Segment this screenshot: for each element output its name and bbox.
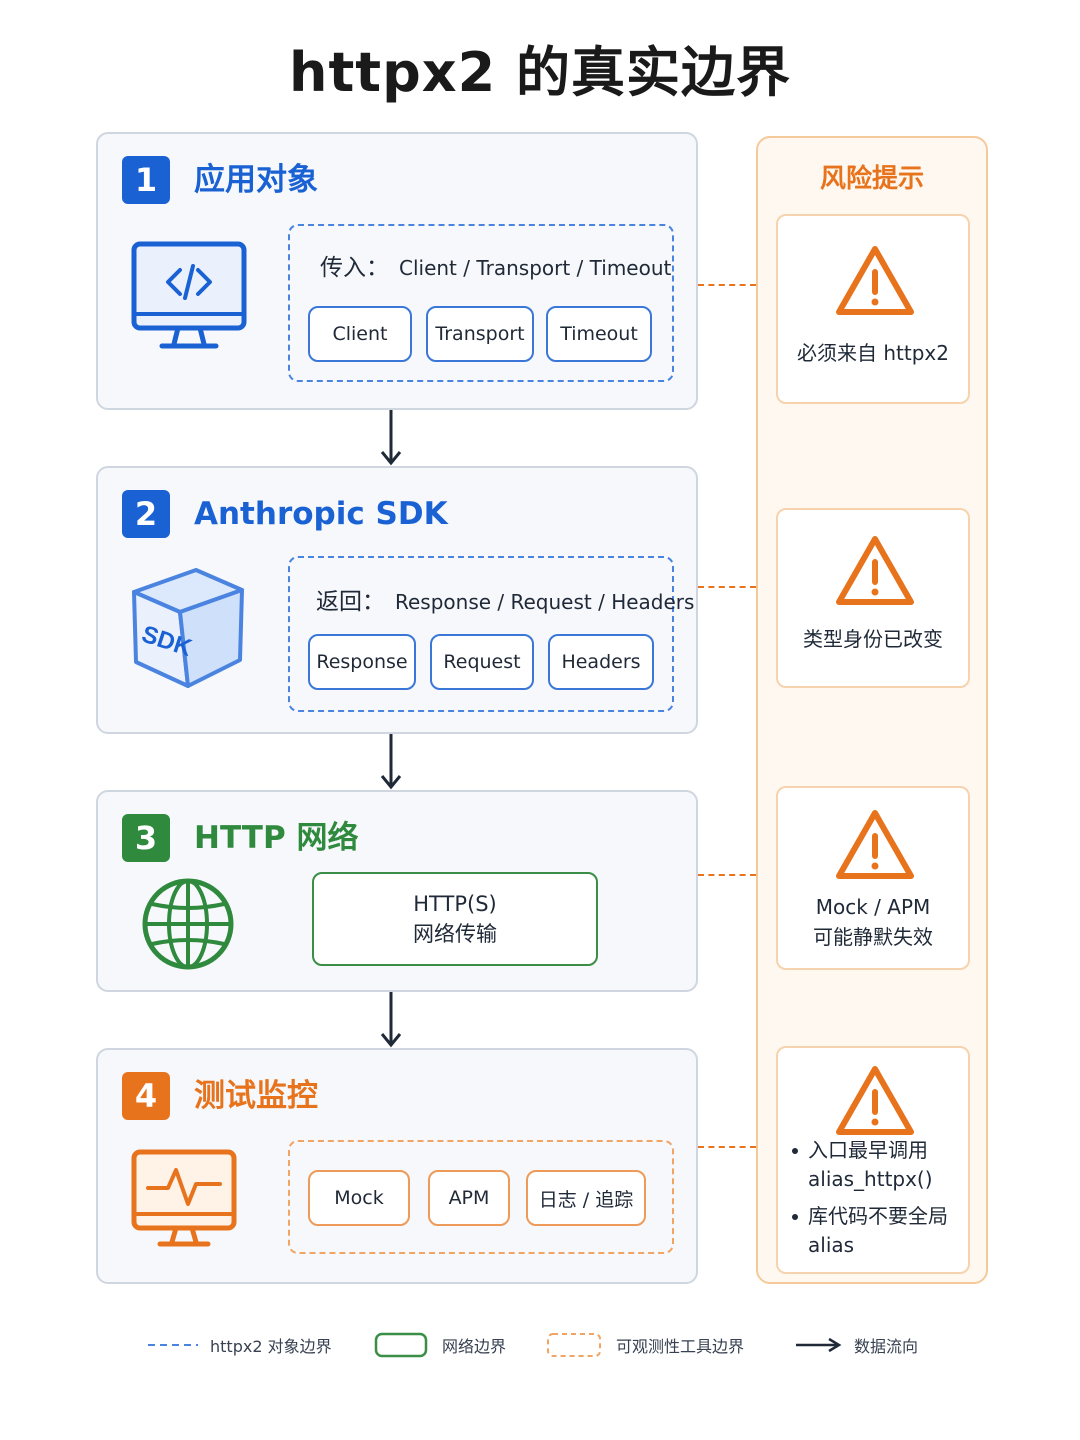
risk-bullet: 库代码不要全局 alias	[788, 1202, 962, 1260]
warning-icon	[836, 1066, 914, 1135]
data-flow-arrow	[380, 734, 402, 790]
group-label: 传入：Client / Transport / Timeout	[320, 255, 672, 281]
group-label: 返回：Response / Request / Headers	[316, 589, 695, 615]
risk-card: 类型身份已改变	[776, 508, 970, 688]
input-objects-group: 传入：Client / Transport / Timeout Client T…	[288, 224, 674, 382]
legend-network-boundary: 网络边界	[374, 1328, 506, 1362]
stage-title: Anthropic SDK	[194, 496, 448, 532]
network-protocol-label: HTTP(S)	[413, 892, 497, 916]
risk-bullet-list: 入口最早调用 alias_httpx() 库代码不要全局 alias	[788, 1136, 962, 1268]
warning-icon	[836, 246, 914, 315]
risk-text: 类型身份已改变	[803, 627, 943, 651]
legend-label: 数据流向	[854, 1337, 919, 1356]
transport-chip: Transport	[426, 306, 534, 362]
client-chip: Client	[308, 306, 412, 362]
stage-test-monitoring: 4 测试监控 Mock APM 日志 / 追踪	[96, 1048, 698, 1284]
return-objects-group: 返回：Response / Request / Headers Response…	[288, 556, 694, 712]
headers-chip: Headers	[548, 634, 654, 690]
warning-icon	[836, 810, 914, 879]
stage-number-badge: 3	[122, 814, 170, 862]
risk-connector	[698, 874, 756, 876]
stage-http-network: 3 HTTP 网络 HTTP(S) 网络传输	[96, 790, 698, 992]
risk-text: 必须来自 httpx2	[797, 341, 949, 365]
stage-title: 应用对象	[194, 162, 318, 198]
response-chip: Response	[308, 634, 416, 690]
risk-card: 必须来自 httpx2	[776, 214, 970, 404]
data-flow-arrow	[380, 992, 402, 1048]
risk-text: Mock / APM	[815, 895, 931, 919]
arrow-right-icon	[796, 1337, 842, 1353]
stage-number-badge: 1	[122, 156, 170, 204]
risk-connector	[698, 284, 756, 286]
timeout-chip: Timeout	[546, 306, 652, 362]
globe-icon	[142, 878, 234, 970]
warning-icon	[836, 536, 914, 605]
risk-text: 可能静默失效	[813, 925, 933, 949]
dashed-orange-box-icon	[547, 1333, 601, 1357]
stage-number-badge: 2	[122, 490, 170, 538]
stage-number-badge: 4	[122, 1072, 170, 1120]
legend-label: 网络边界	[442, 1337, 507, 1356]
legend-data-flow: 数据流向	[796, 1328, 918, 1362]
dashed-blue-line-icon	[148, 1344, 198, 1346]
network-transport-label: 网络传输	[413, 922, 497, 946]
risk-panel: 风险提示 必须来自 httpx2 类型身份已改变 Mock / APM 可能静默…	[756, 136, 988, 1284]
request-chip: Request	[430, 634, 534, 690]
risk-card: 入口最早调用 alias_httpx() 库代码不要全局 alias	[776, 1046, 970, 1274]
legend-label: httpx2 对象边界	[210, 1337, 332, 1356]
logs-tracing-chip: 日志 / 追踪	[526, 1170, 646, 1226]
code-monitor-icon	[131, 241, 247, 349]
network-transport-box: HTTP(S) 网络传输	[312, 872, 598, 966]
risk-card: Mock / APM 可能静默失效	[776, 786, 970, 970]
legend-label: 可观测性工具边界	[616, 1337, 745, 1356]
data-flow-arrow	[380, 410, 402, 466]
risk-connector	[698, 586, 756, 588]
stage-title: HTTP 网络	[194, 820, 359, 856]
stage-anthropic-sdk: 2 Anthropic SDK SDK 返回：Response / Reques…	[96, 466, 698, 734]
sdk-cube-icon: SDK	[132, 568, 244, 688]
observability-tools-group: Mock APM 日志 / 追踪	[288, 1140, 674, 1254]
legend-tool-boundary: 可观测性工具边界	[546, 1328, 744, 1362]
legend-object-boundary: httpx2 对象边界	[148, 1328, 332, 1362]
stage-title: 测试监控	[194, 1078, 318, 1114]
stage-app-objects: 1 应用对象 传入：Client / Transport / Timeout C…	[96, 132, 698, 410]
page-title: httpx2 的真实边界	[289, 41, 791, 104]
risk-panel-title: 风险提示	[819, 164, 924, 194]
green-box-icon	[374, 1332, 428, 1358]
risk-connector	[698, 1146, 756, 1148]
apm-chip: APM	[428, 1170, 510, 1226]
monitor-pulse-icon	[131, 1149, 237, 1247]
risk-bullet: 入口最早调用 alias_httpx()	[788, 1136, 962, 1194]
mock-chip: Mock	[308, 1170, 410, 1226]
